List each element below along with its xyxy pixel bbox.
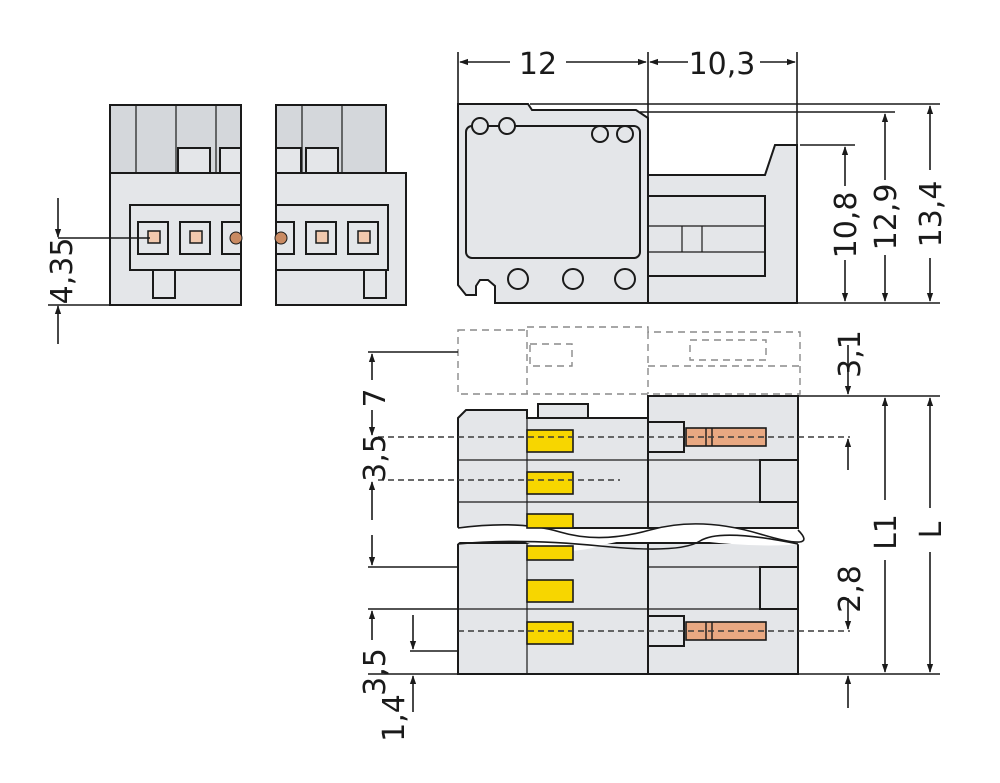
dim-pitch-bottom: 3,5 [358,648,393,696]
dim-length-l: L [914,521,949,538]
dim-height-mid: 12,9 [869,184,904,251]
side-panel [465,125,641,259]
ghost-outline [457,326,801,395]
copper-contacts [685,427,767,641]
dim-top-offset: 7 [358,388,393,407]
side-view: 12 10,3 10,8 12,9 13,4 [457,47,949,304]
dim-pin-offset: 4,35 [45,238,80,305]
top-housing-left [457,409,649,529]
yellow-pins [526,429,574,645]
top-view: 7 3,5 3,5 1,4 3,1 2,8 L1 L [358,326,949,742]
dim-length-l1: L1 [869,514,904,550]
dim-ghost-offset: 3,1 [833,330,868,378]
dim-bottom-offset: 1,4 [377,694,412,742]
dim-width-right: 10,3 [689,47,756,82]
latch-tab [537,403,589,419]
dim-height-total: 13,4 [914,181,949,248]
front-view: 4,35 [45,100,407,344]
dim-width-left: 12 [519,47,557,82]
dim-pin-gap: 2,8 [833,565,868,613]
break-line [455,523,807,551]
dim-height-inner: 10,8 [829,192,864,259]
dim-pitch-top: 3,5 [358,434,393,482]
